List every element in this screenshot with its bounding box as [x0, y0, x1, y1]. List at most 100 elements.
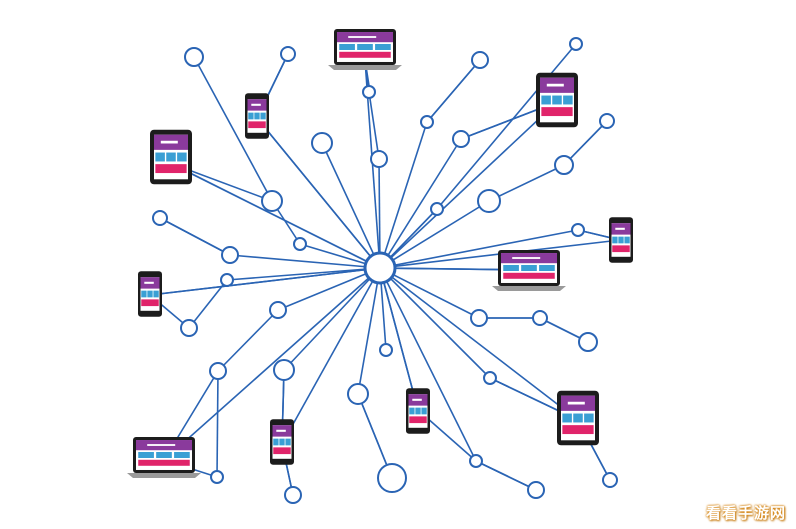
edge-line	[281, 267, 381, 445]
screen-tile	[174, 452, 190, 458]
screen-title-bar	[144, 281, 154, 284]
tablet-icon	[150, 129, 192, 185]
screen-tile	[147, 290, 153, 298]
edge-line	[217, 309, 279, 372]
circle-node-icon	[477, 189, 501, 213]
circle-node-icon	[569, 37, 583, 51]
screen-tile	[254, 112, 260, 120]
edge-line	[379, 138, 462, 269]
edge-line	[283, 267, 381, 371]
screen-tile	[624, 236, 630, 244]
laptop-base	[328, 64, 402, 70]
screen-tile	[138, 452, 154, 458]
circle-node-icon	[311, 132, 333, 154]
screen-title-bar	[615, 227, 625, 230]
edge-line	[159, 217, 231, 256]
edge-line	[149, 267, 381, 296]
circle-node-icon	[210, 470, 224, 484]
screen-footer	[339, 51, 391, 58]
circle-node-icon	[420, 115, 434, 129]
screen-footer	[562, 425, 594, 435]
circle-node-icon	[370, 150, 388, 168]
edge-line	[379, 267, 477, 462]
laptop-icon	[328, 29, 402, 70]
screen-tile	[421, 407, 427, 415]
edge-line	[277, 267, 381, 311]
edge-line	[193, 56, 273, 202]
circle-node-icon	[377, 463, 407, 493]
screen-footer	[409, 416, 427, 424]
circle-node-icon	[471, 51, 489, 69]
screen-title-bar	[412, 398, 422, 401]
circle-node-icon	[532, 310, 548, 326]
circle-node-icon	[273, 359, 295, 381]
edge-line	[563, 120, 608, 166]
screen-tile	[156, 452, 172, 458]
edge-line	[379, 267, 419, 411]
circle-node-icon	[184, 47, 204, 67]
edge-line	[379, 121, 428, 269]
central-hub	[363, 251, 397, 285]
devices	[127, 29, 633, 478]
watermark-text: 看看手游网	[705, 504, 786, 522]
laptop-base	[127, 472, 201, 478]
edge-line	[163, 267, 381, 461]
phone-icon	[270, 419, 294, 465]
phone-icon	[138, 271, 162, 317]
screen-title-bar	[546, 83, 564, 87]
tablet-icon	[536, 72, 578, 128]
phone-icon	[406, 388, 430, 434]
circle-node-icon	[452, 130, 470, 148]
edge-line	[188, 279, 228, 329]
edge-line	[379, 229, 579, 269]
circle-node-icon	[470, 309, 488, 327]
tablet-icon	[557, 390, 599, 446]
screen-tile	[260, 112, 266, 120]
screen-footer	[612, 245, 630, 253]
edge-line	[226, 267, 381, 281]
laptop-base	[492, 285, 566, 291]
screen-tile	[552, 95, 562, 105]
edge-line	[321, 142, 381, 269]
circle-node-icon	[469, 454, 483, 468]
screen-tile	[541, 95, 551, 105]
edge-line	[379, 267, 491, 379]
circle-node-icon	[527, 481, 545, 499]
circle-node-icon	[599, 113, 615, 129]
screen-tile	[177, 152, 187, 162]
screen-tile	[141, 290, 147, 298]
screen-tile	[521, 265, 537, 271]
edge-line	[379, 267, 579, 421]
circle-node-icon	[430, 202, 444, 216]
screen-tile	[415, 407, 421, 415]
circle-node-icon	[221, 246, 239, 264]
screen-tile	[563, 95, 573, 105]
edge-line	[426, 59, 481, 123]
screen-footer	[141, 299, 159, 307]
screen-tile	[339, 44, 355, 50]
edge-line	[229, 254, 381, 269]
screen-footer	[273, 447, 291, 455]
screen-footer	[155, 164, 187, 174]
edge-line	[216, 370, 219, 478]
screen-tile	[166, 152, 176, 162]
circle-node-icon	[293, 237, 307, 251]
screen-tile	[155, 152, 165, 162]
circle-node-icon	[571, 223, 585, 237]
screen-footer	[248, 121, 266, 129]
circle-node-icon	[554, 155, 574, 175]
circle-node-icon	[379, 343, 393, 357]
circle-node-icon	[347, 383, 369, 405]
phone-icon	[609, 217, 633, 263]
edge-line	[368, 91, 380, 160]
circle-node-icon	[284, 486, 302, 504]
hub-circle-icon	[363, 251, 397, 285]
screen-tile	[248, 112, 254, 120]
screen-tile	[539, 265, 555, 271]
screen-tile	[562, 413, 572, 423]
screen-tile	[612, 236, 618, 244]
screen-footer	[503, 272, 555, 279]
circle-node-icon	[220, 273, 234, 287]
edge-line	[378, 158, 381, 269]
